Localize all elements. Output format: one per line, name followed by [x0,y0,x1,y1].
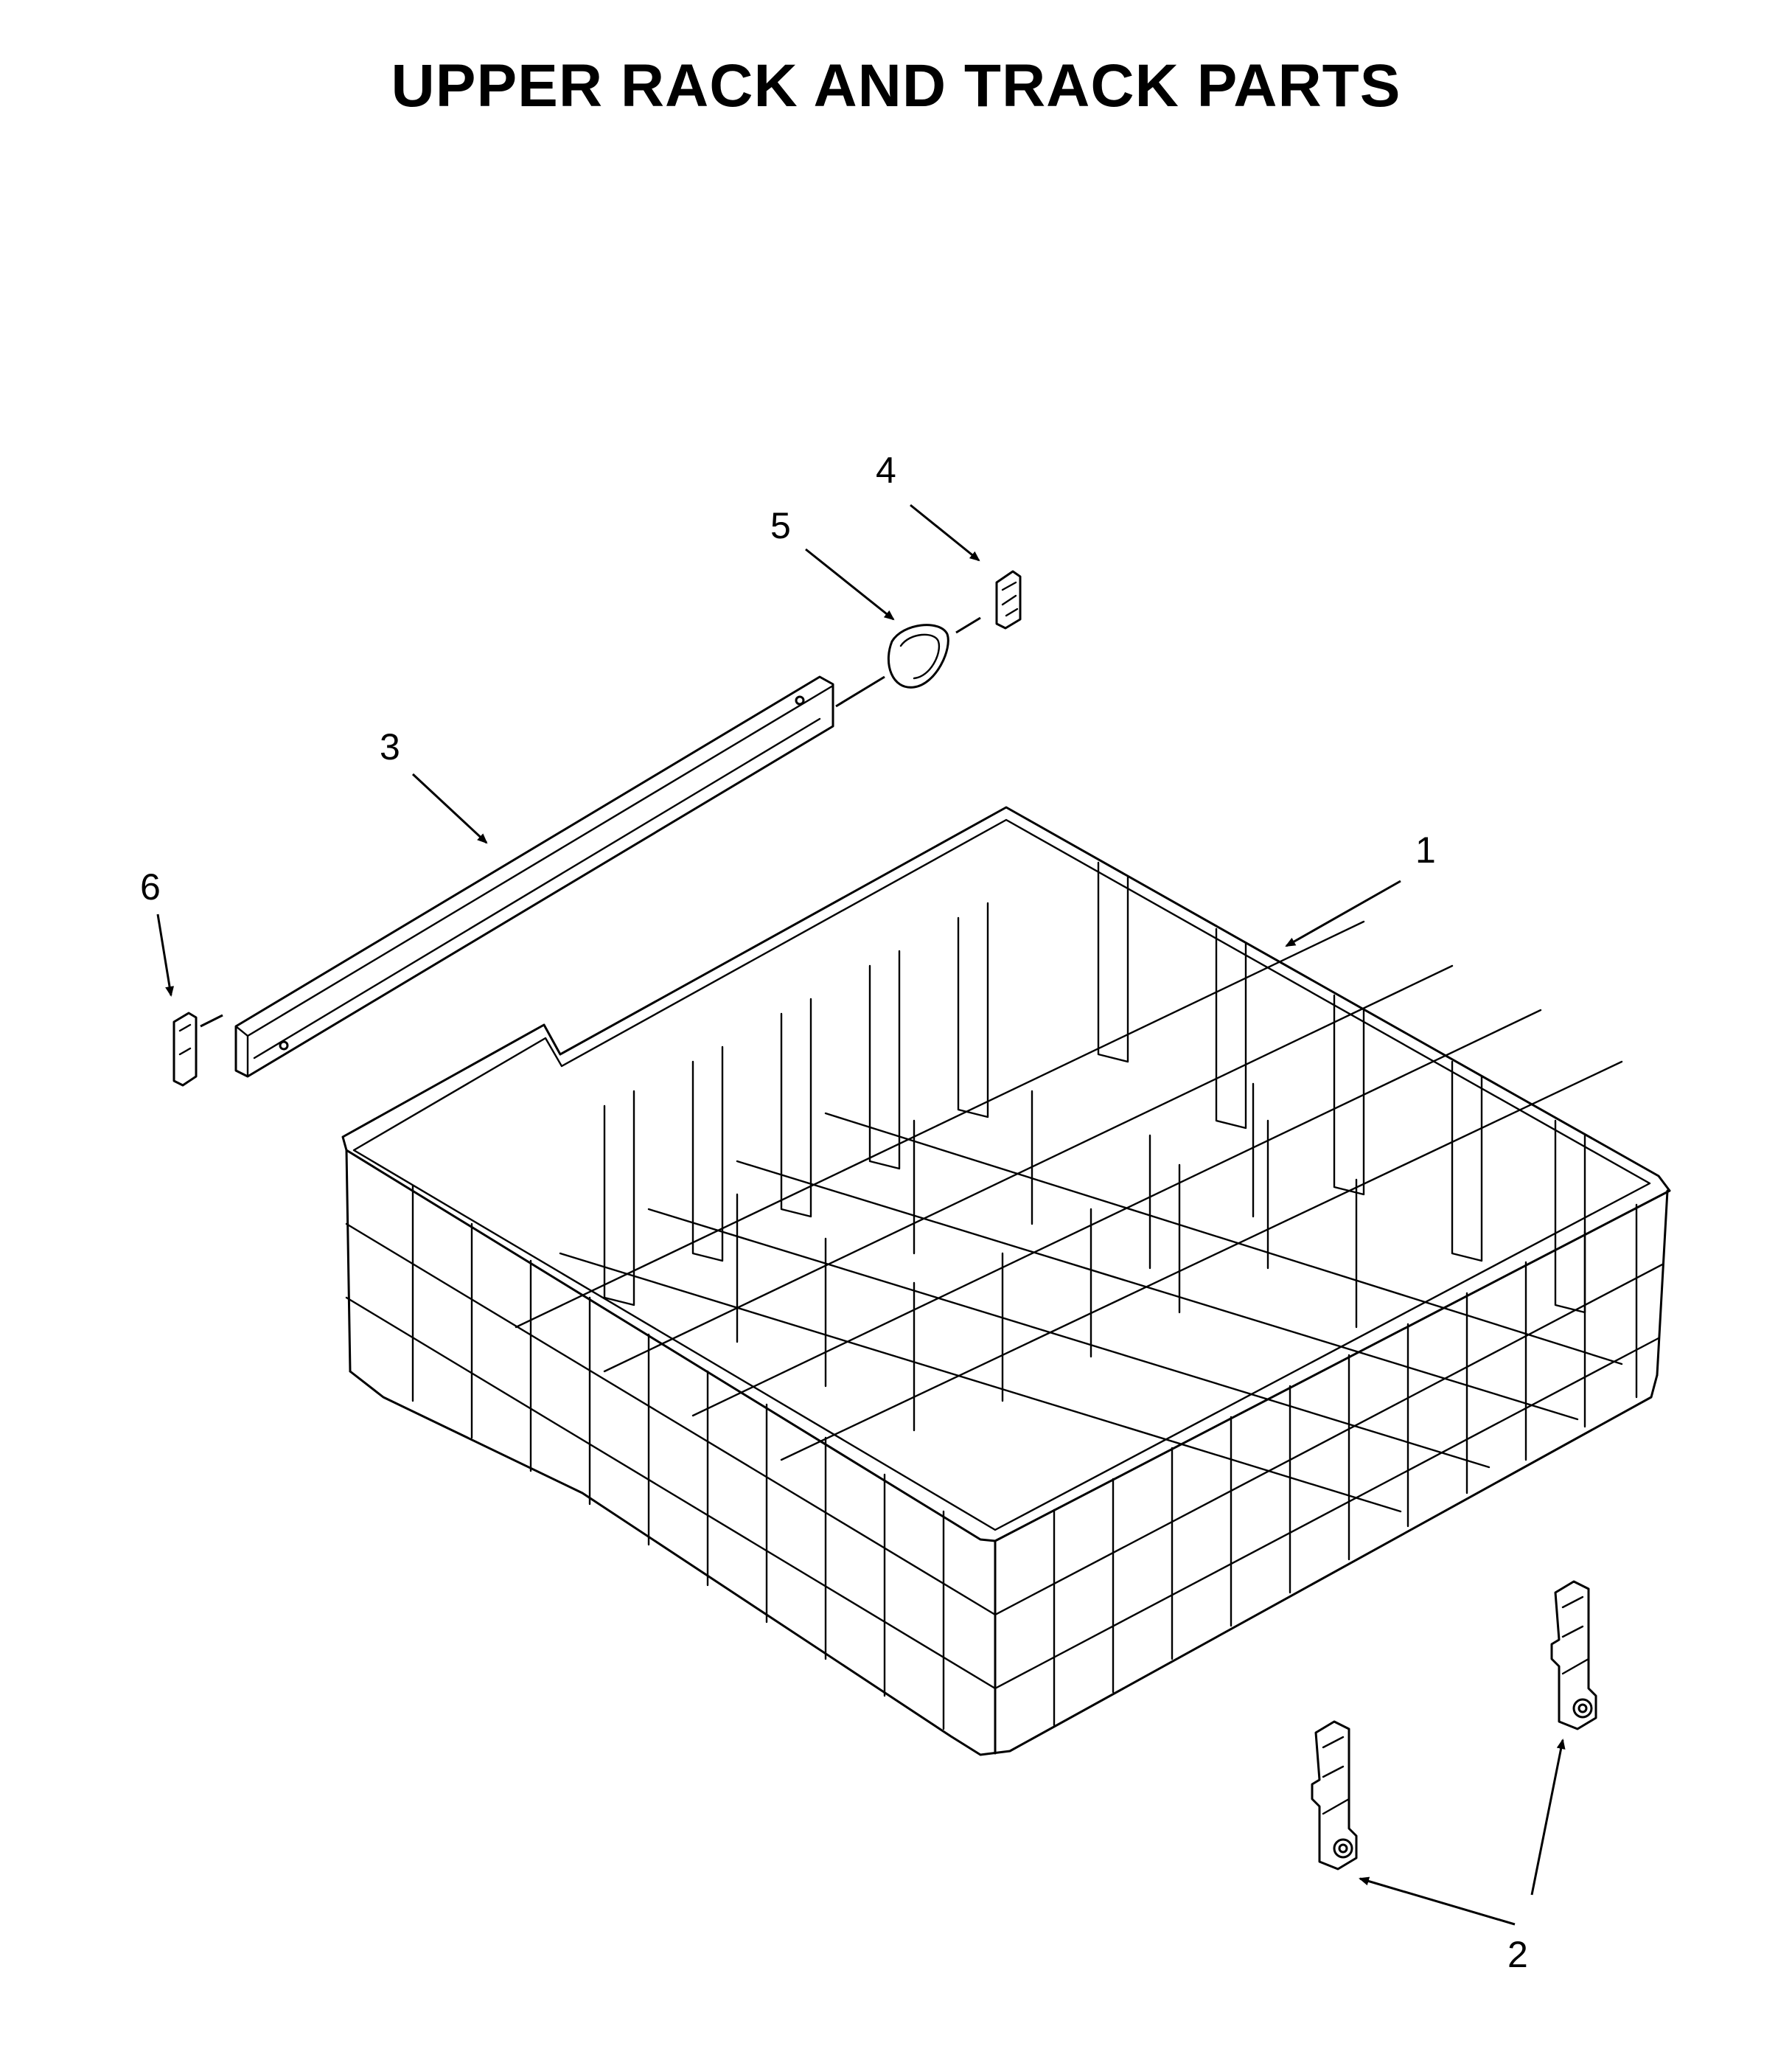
rack-interior-tines [515,920,1623,1513]
rack-right-wall-wires [994,1203,1664,1727]
callout-2[interactable]: 2 [1507,1934,1528,1975]
track-end-cap-part-6[interactable] [172,1012,198,1087]
callout-4[interactable]: 4 [876,450,896,491]
rack-left-wall-wires [345,1184,997,1730]
rack-adjuster-part-2[interactable] [1311,1580,1597,1871]
track-part-3[interactable] [200,675,885,1078]
callout-1[interactable]: 1 [1415,829,1436,871]
upper-rack-part-1[interactable] [341,806,1671,1756]
rack-adjuster-right[interactable] [1550,1580,1597,1730]
track-stop-ring-part-5[interactable] [887,616,981,689]
rack-back-tines [603,861,1586,1314]
page-title: UPPER RACK AND TRACK PARTS [391,52,1401,119]
rack-adjuster-left[interactable] [1311,1720,1358,1871]
callout-5[interactable]: 5 [770,505,791,546]
track-end-clip-part-4[interactable] [995,570,1022,630]
leader-lines [156,504,1566,1926]
callout-6[interactable]: 6 [140,866,161,908]
callout-3[interactable]: 3 [380,726,400,768]
